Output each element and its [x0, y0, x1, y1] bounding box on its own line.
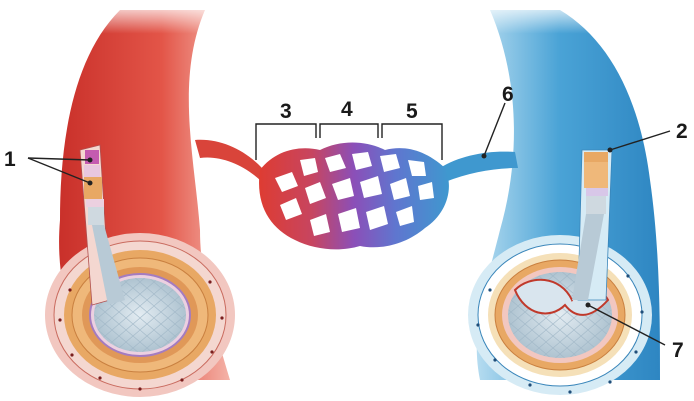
- label-4: 4: [341, 98, 353, 121]
- label-2: 2: [676, 120, 688, 143]
- label-7: 7: [672, 339, 684, 362]
- label-6: 6: [502, 83, 514, 106]
- label-1: 1: [4, 148, 16, 171]
- arteriole: [195, 140, 262, 182]
- vein-cross-section: [468, 235, 652, 395]
- capillary-bed: [195, 140, 518, 250]
- artery: [45, 0, 235, 397]
- label-5: 5: [406, 100, 418, 123]
- artery-cross-section: [45, 233, 235, 397]
- vein: [468, 0, 670, 395]
- label-3: 3: [280, 100, 292, 123]
- bracket-4: [320, 124, 378, 138]
- venule: [440, 152, 518, 182]
